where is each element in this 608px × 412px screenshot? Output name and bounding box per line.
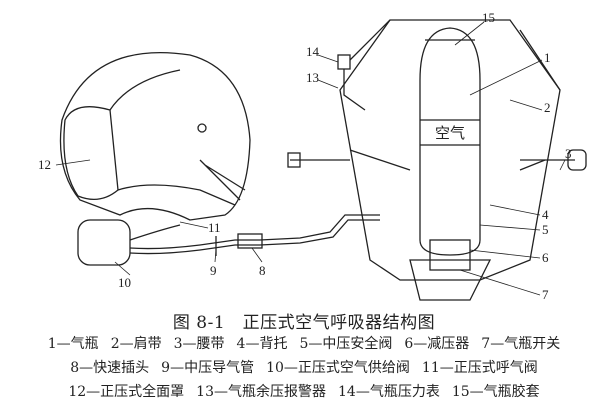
legend-item: 2—肩带 [110,336,162,352]
callout-10: 10 [118,275,131,290]
legend-item: 15—气瓶胶套 [451,384,540,400]
legend-item: 9—中压导气管 [161,360,255,376]
callout-5: 5 [542,222,549,237]
air-supply-valve [77,219,131,266]
medium-pressure-hose [129,214,380,256]
callout-9: 9 [210,263,217,278]
legend-line-3: 12—正压式全面罩 13—气瓶余压报警器 14—气瓶压力表 15—气瓶胶套 [0,381,608,401]
legend-item: 5—中压安全阀 [299,336,393,352]
legend-item: 11—正压式呼气阀 [421,360,538,376]
callout-8: 8 [259,263,266,278]
figure-title: 图 8-1 正压式空气呼吸器结构图 [172,313,436,333]
callout-1: 1 [544,50,551,65]
quick-connector [237,233,263,249]
callout-14: 14 [306,44,320,59]
legend-line-2: 8—快速插头 9—中压导气管 10—正压式空气供给阀 11—正压式呼气阀 [0,357,608,377]
legend-item: 13—气瓶余压报警器 [196,384,326,400]
callout-3: 3 [565,146,572,161]
legend-item: 8—快速插头 [70,360,150,376]
legend-item: 10—正压式空气供给阀 [266,360,410,376]
backplate-frame [287,19,587,301]
callout-6: 6 [542,250,549,265]
breathing-apparatus-diagram: 空气 15 1 2 3 4 5 6 7 14 13 12 11 10 [38,10,587,302]
legend-item: 4—背托 [236,336,288,352]
callout-7: 7 [542,287,549,302]
legend-item: 1—气瓶 [47,336,99,352]
legend-line-1: 1—气瓶 2—肩带 3—腰带 4—背托 5—中压安全阀 6—减压器 7—气瓶开关 [0,333,608,353]
callout-leaders [55,21,566,296]
air-cylinder: 空气 [419,27,481,271]
callout-11: 11 [208,220,221,235]
cylinder-label: 空气 [435,125,465,142]
callout-12: 12 [38,157,51,172]
full-face-mask [59,52,251,266]
callout-15: 15 [482,10,495,25]
legend-item: 14—气瓶压力表 [338,384,440,400]
legend-item: 12—正压式全面罩 [68,384,185,400]
legend-item: 3—腰带 [173,336,225,352]
legend-item: 6—减压器 [404,336,470,352]
base-frame [409,259,492,301]
callout-2: 2 [544,100,551,115]
callout-13: 13 [306,70,319,85]
legend-item: 7—气瓶开关 [481,336,561,352]
callout-4: 4 [542,207,549,222]
